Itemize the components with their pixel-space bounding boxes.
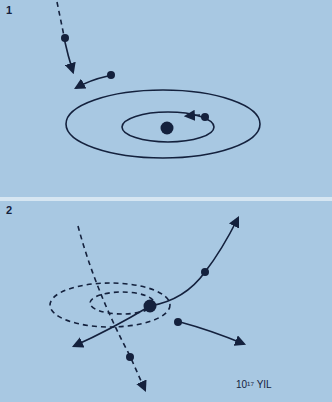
central-star — [144, 300, 157, 313]
inner-orbit — [122, 112, 214, 142]
body-dot — [107, 71, 115, 79]
panel-divider — [0, 197, 332, 201]
ejected-path — [180, 322, 244, 344]
incoming-path — [57, 2, 64, 36]
orbit-arrow — [186, 115, 200, 116]
ejected-path — [74, 306, 150, 346]
ejected-path — [150, 218, 238, 306]
passing-path — [78, 226, 145, 390]
panel-number: 2 — [6, 205, 12, 216]
central-star — [161, 122, 174, 135]
panel-ground — [0, 201, 332, 402]
body-dot — [61, 34, 69, 42]
body-dot — [174, 318, 182, 326]
body-dot — [201, 113, 209, 121]
body-dot — [126, 353, 134, 361]
incoming-arrow — [64, 38, 73, 72]
outer-orbit — [66, 90, 260, 158]
orbit-arrow — [76, 76, 108, 88]
panel-number: 1 — [6, 5, 12, 16]
body-dot — [201, 268, 209, 276]
old-orbit — [50, 283, 170, 327]
time-label: 10¹⁷ YIL — [236, 380, 272, 390]
panel-ground — [0, 0, 332, 197]
